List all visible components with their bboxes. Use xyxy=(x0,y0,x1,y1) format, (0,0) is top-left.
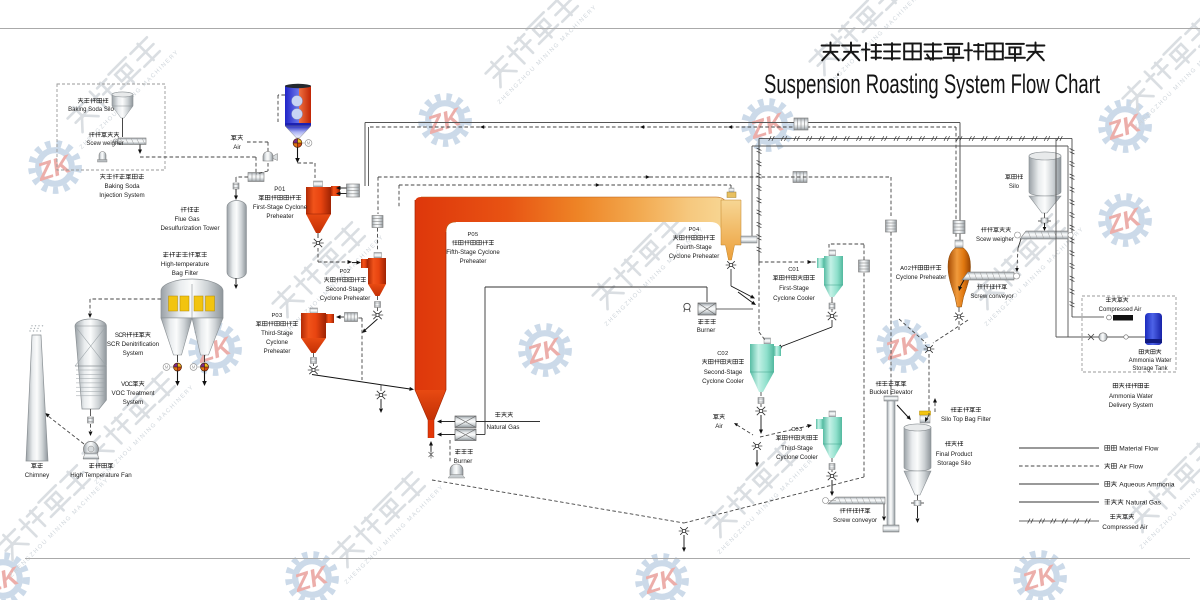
svg-text:S: S xyxy=(115,333,119,339)
svg-text:A: A xyxy=(900,266,904,272)
svg-text:1: 1 xyxy=(282,187,286,193)
svg-text:High-temperature: High-temperature xyxy=(161,261,210,268)
svg-text:High Temperature Fan: High Temperature Fan xyxy=(70,472,132,479)
svg-text:3: 3 xyxy=(799,427,802,433)
svg-text:Preheater: Preheater xyxy=(266,213,293,220)
svg-text:Third-Stage: Third-Stage xyxy=(261,330,293,337)
svg-text:Ammonia Water: Ammonia Water xyxy=(1129,358,1172,364)
svg-text:P: P xyxy=(274,187,278,193)
svg-text:Silo Top Bag Filter: Silo Top Bag Filter xyxy=(941,416,991,423)
svg-text:VOC Treatment: VOC Treatment xyxy=(112,390,155,397)
svg-text:C: C xyxy=(717,351,721,357)
svg-text:System: System xyxy=(123,350,144,357)
svg-text:0: 0 xyxy=(904,266,908,272)
svg-text:0: 0 xyxy=(692,227,695,233)
svg-text:Suspension Roasting System Flo: Suspension Roasting System Flow Chart xyxy=(764,69,1100,99)
svg-text:0: 0 xyxy=(721,351,724,357)
svg-text:P: P xyxy=(688,227,692,233)
svg-text:1: 1 xyxy=(796,267,799,273)
svg-text:Second-Stage: Second-Stage xyxy=(704,369,743,376)
svg-text:Burner: Burner xyxy=(697,327,716,334)
svg-text:Cyclone Preheater: Cyclone Preheater xyxy=(896,274,946,281)
svg-text:0: 0 xyxy=(278,187,282,193)
svg-text:First-Stage Cyclone: First-Stage Cyclone xyxy=(253,204,308,211)
svg-text:C: C xyxy=(118,333,123,339)
svg-text:Screw conveyor: Screw conveyor xyxy=(970,293,1013,300)
svg-text:M: M xyxy=(192,365,196,370)
svg-text:Cyclone Preheater: Cyclone Preheater xyxy=(320,295,370,302)
svg-text:Preheater: Preheater xyxy=(460,258,487,265)
svg-text:Baking Soda Silo: Baking Soda Silo xyxy=(68,107,114,113)
svg-text:Chimney: Chimney xyxy=(25,472,50,479)
svg-text:0: 0 xyxy=(795,427,798,433)
svg-text:Final Product: Final Product xyxy=(936,451,973,458)
svg-text:Burner: Burner xyxy=(454,458,473,465)
svg-text:SCR Denitrification: SCR Denitrification xyxy=(107,341,160,348)
svg-text:Cyclone Cooler: Cyclone Cooler xyxy=(702,378,744,385)
svg-text:Flue Gas: Flue Gas xyxy=(174,216,199,223)
svg-text:Cyclone Cooler: Cyclone Cooler xyxy=(773,295,815,302)
svg-text:Scew weigher: Scew weigher xyxy=(976,236,1014,243)
svg-text:0: 0 xyxy=(471,232,474,238)
svg-text:Desulfurization Tower: Desulfurization Tower xyxy=(160,225,219,232)
svg-text:Cyclone: Cyclone xyxy=(266,339,289,346)
svg-text:2: 2 xyxy=(725,351,728,357)
svg-text:System: System xyxy=(123,399,144,406)
svg-text:Third-Stage: Third-Stage xyxy=(781,445,813,452)
svg-text:Air: Air xyxy=(233,144,241,151)
svg-text:Fifth-Stage Cyclone: Fifth-Stage Cyclone xyxy=(446,249,500,256)
svg-text:5: 5 xyxy=(475,232,478,238)
svg-text:0: 0 xyxy=(792,267,795,273)
svg-text:C: C xyxy=(128,382,133,388)
svg-text:C: C xyxy=(788,267,792,273)
svg-text:2: 2 xyxy=(347,269,350,275)
svg-text:Second-Stage: Second-Stage xyxy=(326,286,365,293)
svg-text:Air Flow: Air Flow xyxy=(1119,464,1143,471)
svg-text:V: V xyxy=(121,382,125,388)
svg-text:P: P xyxy=(467,232,471,238)
svg-text:P: P xyxy=(271,313,275,319)
svg-text:Ammonia Water: Ammonia Water xyxy=(1109,393,1153,400)
svg-text:Preheater: Preheater xyxy=(264,348,291,355)
svg-text:M: M xyxy=(307,141,311,146)
svg-text:R: R xyxy=(122,333,127,339)
svg-text:Delivery System: Delivery System xyxy=(1109,402,1154,409)
svg-text:Natural Gas: Natural Gas xyxy=(1126,500,1162,507)
svg-text:Baking Soda: Baking Soda xyxy=(104,183,140,190)
svg-text:3: 3 xyxy=(279,313,282,319)
svg-text:Bucket Elevator: Bucket Elevator xyxy=(869,389,912,396)
svg-text:P: P xyxy=(339,269,343,275)
svg-text:Cyclone Preheater: Cyclone Preheater xyxy=(669,253,719,260)
svg-text:Fourth-Stage: Fourth-Stage xyxy=(676,244,712,251)
svg-text:0: 0 xyxy=(275,313,278,319)
svg-text:Natural Gas: Natural Gas xyxy=(486,424,519,431)
svg-text:2: 2 xyxy=(908,266,911,272)
svg-text:O: O xyxy=(124,382,129,388)
svg-text:Screw conveyor: Screw conveyor xyxy=(833,517,877,524)
svg-text:Compressed Air: Compressed Air xyxy=(1099,307,1142,313)
svg-text:Silo: Silo xyxy=(1009,183,1020,190)
svg-text:Air: Air xyxy=(715,423,723,430)
svg-text:Material Flow: Material Flow xyxy=(1119,446,1158,453)
svg-text:Injection System: Injection System xyxy=(99,192,144,199)
svg-text:Aqueous Ammonia: Aqueous Ammonia xyxy=(1119,482,1175,489)
svg-text:Storage Silo: Storage Silo xyxy=(937,460,971,467)
svg-text:First-Stage: First-Stage xyxy=(779,285,809,292)
svg-text:Storage Tank: Storage Tank xyxy=(1132,366,1168,372)
svg-text:0: 0 xyxy=(343,269,346,275)
svg-text:Scew weigher: Scew weigher xyxy=(86,141,123,147)
svg-text:Compressed Air: Compressed Air xyxy=(1102,524,1148,531)
svg-text:Bag Filter: Bag Filter xyxy=(172,270,198,277)
svg-text:C: C xyxy=(791,427,795,433)
svg-text:M: M xyxy=(165,365,169,370)
svg-text:Cyclone Cooler: Cyclone Cooler xyxy=(776,454,818,461)
svg-text:4: 4 xyxy=(696,227,700,233)
